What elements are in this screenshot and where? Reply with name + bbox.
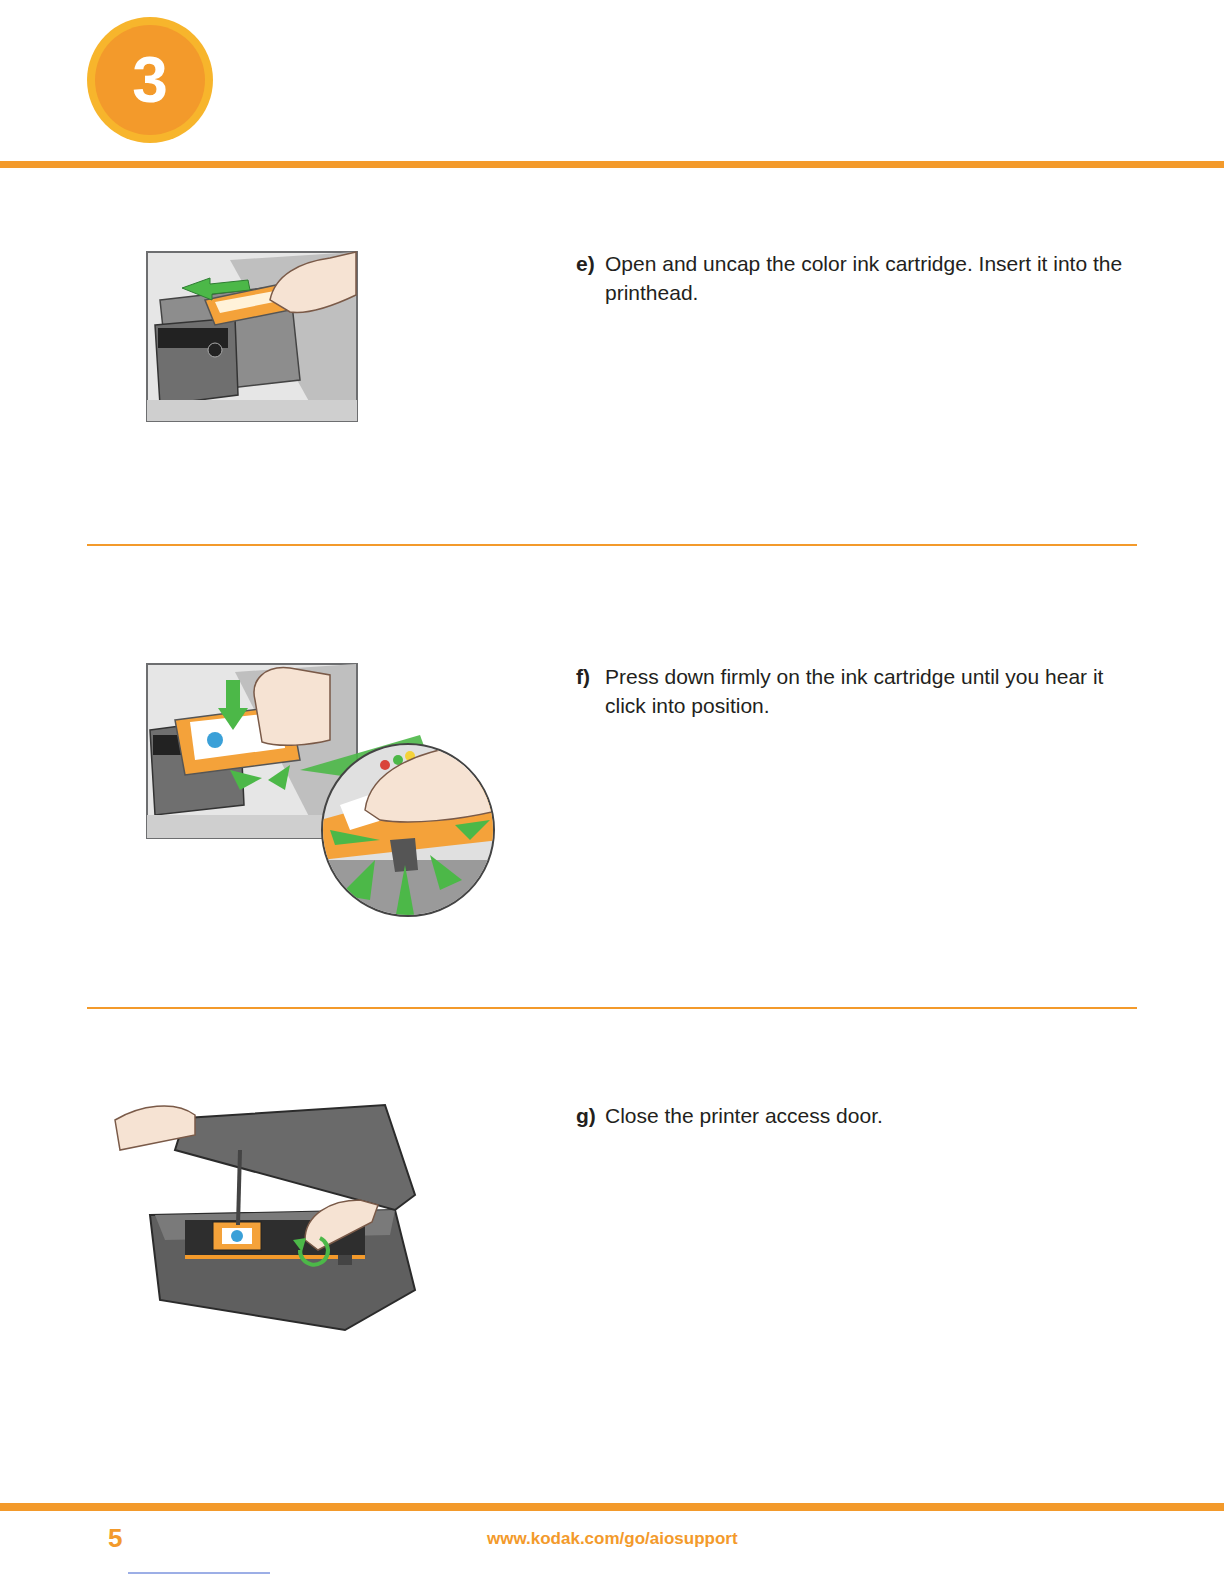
badge-circle — [95, 25, 205, 135]
step-instruction: Close the printer access door. — [605, 1101, 1125, 1130]
step-letter: g) — [576, 1101, 596, 1130]
insert-cartridge-illustration — [147, 252, 357, 421]
header-bar — [0, 161, 1224, 168]
step-number: 3 — [132, 43, 168, 117]
step-instruction: Press down firmly on the ink cartridge u… — [605, 662, 1125, 720]
close-door-illustration — [115, 1105, 415, 1330]
footer-bar — [0, 1503, 1224, 1511]
page-number: 5 — [108, 1523, 122, 1554]
step-instruction: Open and uncap the color ink cartridge. … — [605, 249, 1125, 307]
support-url: www.kodak.com/go/aiosupport — [487, 1529, 738, 1549]
step-badge: 3 — [95, 25, 205, 135]
press-cartridge-illustration — [147, 664, 500, 920]
divider — [87, 544, 1137, 546]
link-underline — [128, 1573, 270, 1574]
badge-ring — [87, 17, 213, 143]
step-letter: f) — [576, 662, 590, 691]
step-letter: e) — [576, 249, 595, 278]
divider — [87, 1007, 1137, 1009]
